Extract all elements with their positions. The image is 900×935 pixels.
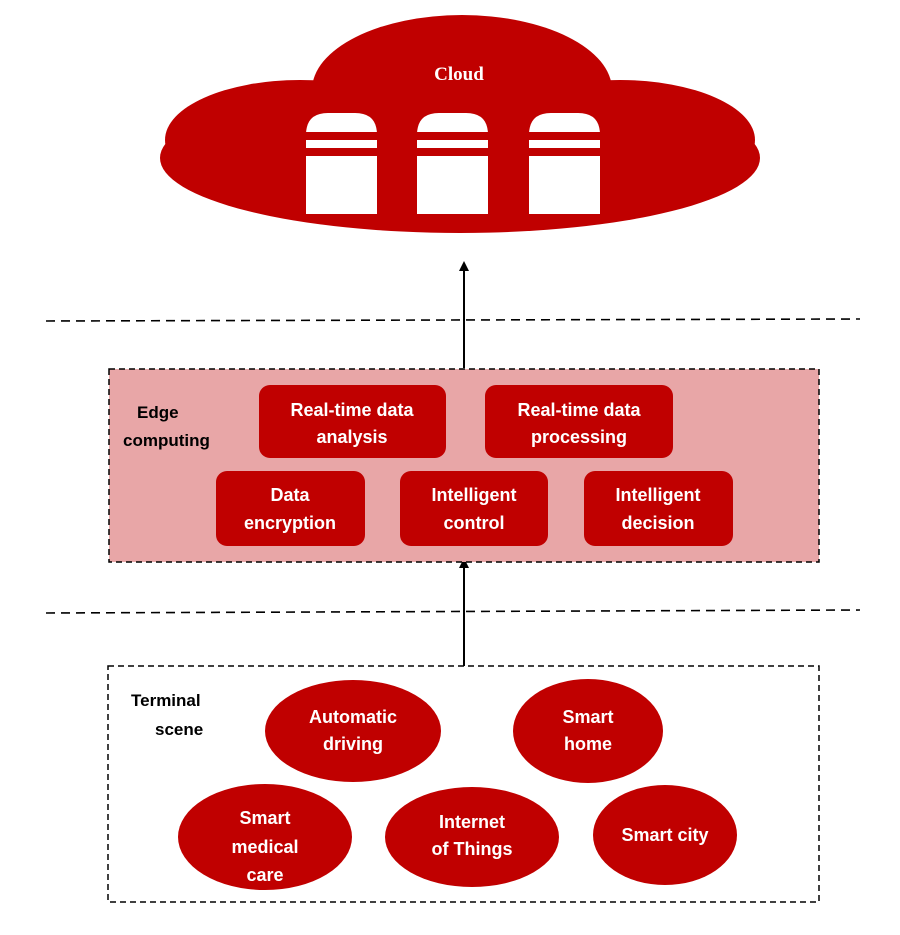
edge-layer-label: Edge <box>137 403 179 422</box>
edge-layer-label: computing <box>123 431 210 450</box>
layer-divider-bottom <box>45 609 861 614</box>
scene-label: driving <box>323 734 383 754</box>
terminal-scene-panel <box>107 665 820 903</box>
edge-box-label: Intelligent <box>616 485 701 505</box>
edge-box-realtime-processing: Real-time data processing <box>485 385 673 458</box>
edge-box-label: control <box>444 513 505 533</box>
scene-smart-medical-care: Smart medical care <box>178 784 352 890</box>
server-icon <box>529 113 600 214</box>
scene-automatic-driving: Automatic driving <box>265 680 441 782</box>
edge-box-label: processing <box>531 427 627 447</box>
edge-box-label: Data <box>270 485 310 505</box>
terminal-scene-layer: Terminal scene Automatic driving Smart h… <box>107 665 820 903</box>
cloud-title: Cloud <box>434 64 484 85</box>
scene-label: of Things <box>432 839 513 859</box>
edge-box-realtime-analysis: Real-time data analysis <box>259 385 446 458</box>
scene-label: Internet <box>439 812 505 832</box>
scene-label: home <box>564 734 612 754</box>
scene-label: medical <box>231 837 298 857</box>
edge-box-label: encryption <box>244 513 336 533</box>
scene-label: Smart <box>562 707 613 727</box>
edge-box-intelligent-decision: Intelligent decision <box>584 471 733 546</box>
edge-box-label: analysis <box>316 427 387 447</box>
edge-box-data-encryption: Data encryption <box>216 471 365 546</box>
edge-computing-layer: Edge computing Real-time data analysis R… <box>108 368 820 563</box>
scene-label: Smart city <box>621 825 708 845</box>
terminal-layer-label: Terminal <box>131 691 201 710</box>
server-icon <box>306 113 377 214</box>
edge-box-label: decision <box>621 513 694 533</box>
scene-smart-home: Smart home <box>513 679 663 783</box>
scene-label: care <box>246 865 283 885</box>
layer-divider-top <box>45 318 861 322</box>
scene-label: Automatic <box>309 707 397 727</box>
scene-smart-city: Smart city <box>593 785 737 885</box>
edge-box-label: Real-time data <box>517 400 641 420</box>
edge-box-label: Intelligent <box>432 485 517 505</box>
scene-internet-of-things: Internet of Things <box>385 787 559 887</box>
edge-box-intelligent-control: Intelligent control <box>400 471 548 546</box>
edge-box-label: Real-time data <box>290 400 414 420</box>
terminal-layer-label: scene <box>155 720 203 739</box>
scene-label: Smart <box>239 808 290 828</box>
server-icon <box>417 113 488 214</box>
cloud-group: Cloud <box>160 15 760 233</box>
